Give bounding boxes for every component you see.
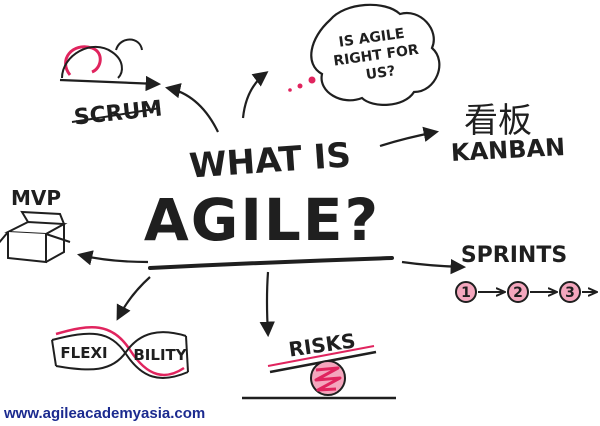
sprint-step-number: 3 <box>565 285 575 301</box>
question-line-3: US? <box>365 63 397 83</box>
sprint-step-1: 1 <box>455 281 477 303</box>
risks-node: RISKS <box>242 328 396 400</box>
ball-icon <box>310 360 346 396</box>
question-bubble: IS AGILE RIGHT FOR US? <box>288 3 441 106</box>
thought-dot <box>308 76 316 84</box>
sprints-node: SPRINTS 1 2 3 <box>455 243 596 303</box>
kanban-label: KANBAN <box>450 133 566 167</box>
arrow-to-scrum <box>164 83 219 133</box>
scrum-sprint-arrow <box>59 75 162 92</box>
thought-dot <box>297 83 303 89</box>
thought-bubble-icon <box>310 3 441 106</box>
title-underline <box>148 256 394 270</box>
title-agile: AGILE? <box>144 186 380 254</box>
ribbon-icon <box>51 332 189 379</box>
kanban-node: 看板 KANBAN <box>450 101 566 167</box>
mvp-node: MVP <box>0 186 71 264</box>
scrum-label: SCRUM <box>73 96 164 130</box>
thought-dot <box>288 88 292 92</box>
arrow-to-mvp <box>77 250 149 266</box>
title-what-is: WHAT IS <box>188 135 352 186</box>
arrow-to-sprints <box>401 258 467 275</box>
sprint-step-3: 3 <box>559 281 581 303</box>
scrum-node: SCRUM <box>59 38 164 131</box>
ribbon-accent-icon <box>55 326 185 377</box>
kanban-kanji: 看板 <box>464 101 532 141</box>
scrum-cycle-accent-icon <box>64 45 102 76</box>
flexibility-node: FLEXI BILITY <box>51 326 189 379</box>
arrow-to-flexibility <box>116 276 151 321</box>
sprint-step-2: 2 <box>507 281 529 303</box>
step-circle-icon <box>455 281 477 303</box>
arrow-to-question <box>241 71 269 119</box>
step-circle-icon <box>507 281 529 303</box>
sprint-step-number: 2 <box>513 285 523 301</box>
arrow-to-risks <box>259 271 275 338</box>
sprint-step-number: 1 <box>461 285 471 301</box>
mvp-label: MVP <box>11 186 61 210</box>
flexi-label: FLEXI <box>60 344 107 362</box>
step-circle-icon <box>559 281 581 303</box>
bility-label: BILITY <box>133 346 187 364</box>
website-url: www.agileacademyasia.com <box>3 405 205 422</box>
scrum-cycle-icon <box>61 46 123 79</box>
arrow-to-kanban <box>379 126 440 148</box>
sprints-label: SPRINTS <box>461 243 567 268</box>
box-icon <box>0 210 71 264</box>
